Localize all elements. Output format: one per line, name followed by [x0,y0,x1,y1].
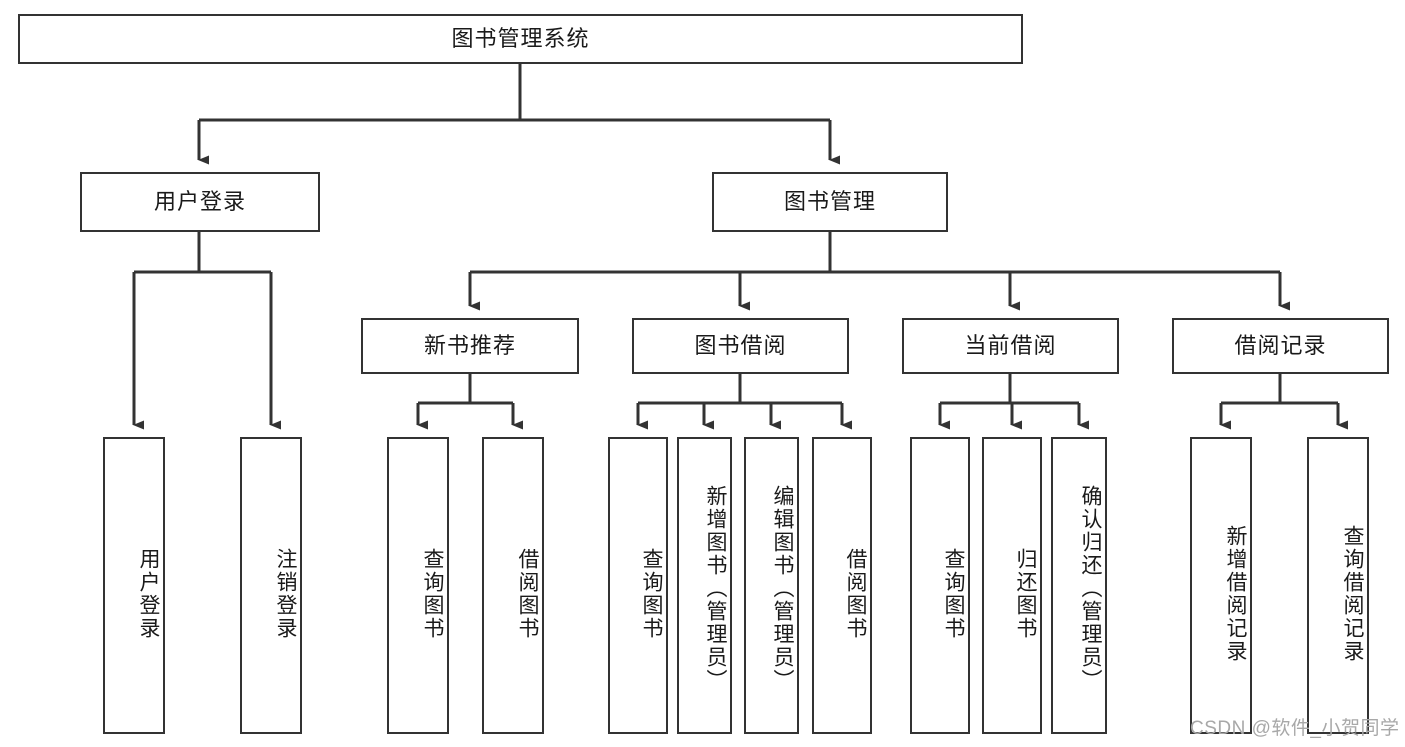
node-leaf-query-record[interactable]: 查询借阅记录 [1307,437,1369,734]
edge-group-root [197,64,840,165]
edge-group-new-book-rec [416,374,523,430]
node-leaf-confirm-return-label: 确认归还（管理员） [1079,485,1102,692]
node-book-borrow-label: 图书借阅 [694,332,787,358]
node-leaf-query-book-1[interactable]: 查询图书 [387,437,449,734]
node-leaf-return-book[interactable]: 归还图书 [982,437,1042,734]
node-leaf-query-book-3-label: 查询图书 [942,547,965,640]
node-leaf-add-book-label: 新增图书（管理员） [704,485,727,692]
node-leaf-user-login[interactable]: 用户登录 [103,437,165,734]
edge-group-user-login [132,232,281,430]
node-user-login-label: 用户登录 [153,188,246,214]
node-book-manage[interactable]: 图书管理 [712,172,948,232]
node-current-borrow[interactable]: 当前借阅 [902,318,1119,374]
node-leaf-query-book-2[interactable]: 查询图书 [608,437,668,734]
node-borrow-record-label: 借阅记录 [1234,332,1327,358]
node-current-borrow-label: 当前借阅 [964,332,1057,358]
node-leaf-return-book-label: 归还图书 [1014,547,1037,640]
node-leaf-edit-book[interactable]: 编辑图书（管理员） [744,437,799,734]
node-leaf-query-book-2-label: 查询图书 [640,547,663,640]
node-leaf-borrow-book-1[interactable]: 借阅图书 [482,437,544,734]
edge-group-book-borrow [636,374,852,430]
node-leaf-add-book[interactable]: 新增图书（管理员） [677,437,732,734]
node-leaf-logout-label: 注销登录 [274,547,297,640]
node-leaf-add-record[interactable]: 新增借阅记录 [1190,437,1252,734]
node-leaf-borrow-book-2-label: 借阅图书 [844,547,867,640]
node-leaf-query-book-3[interactable]: 查询图书 [910,437,970,734]
node-leaf-logout[interactable]: 注销登录 [240,437,302,734]
node-leaf-user-login-label: 用户登录 [137,547,160,640]
edge-group-borrow-record [1219,374,1348,430]
node-borrow-record[interactable]: 借阅记录 [1172,318,1389,374]
node-user-login[interactable]: 用户登录 [80,172,320,232]
node-leaf-query-book-1-label: 查询图书 [421,547,444,640]
node-leaf-confirm-return[interactable]: 确认归还（管理员） [1051,437,1107,734]
node-root[interactable]: 图书管理系统 [18,14,1023,64]
csdn-watermark: CSDN @软件_小贺同学 [1190,718,1400,739]
node-book-borrow[interactable]: 图书借阅 [632,318,849,374]
node-leaf-borrow-book-1-label: 借阅图书 [516,547,539,640]
node-new-book-rec[interactable]: 新书推荐 [361,318,579,374]
node-leaf-edit-book-label: 编辑图书（管理员） [771,485,794,692]
edge-group-book-manage [468,232,1290,311]
node-new-book-rec-label: 新书推荐 [423,332,516,358]
node-leaf-query-record-label: 查询借阅记录 [1341,524,1364,663]
node-leaf-borrow-book-2[interactable]: 借阅图书 [812,437,872,734]
node-root-label: 图书管理系统 [451,25,590,51]
edge-group-current-borrow [938,374,1089,430]
node-leaf-add-record-label: 新增借阅记录 [1224,524,1247,663]
node-book-manage-label: 图书管理 [783,188,876,214]
